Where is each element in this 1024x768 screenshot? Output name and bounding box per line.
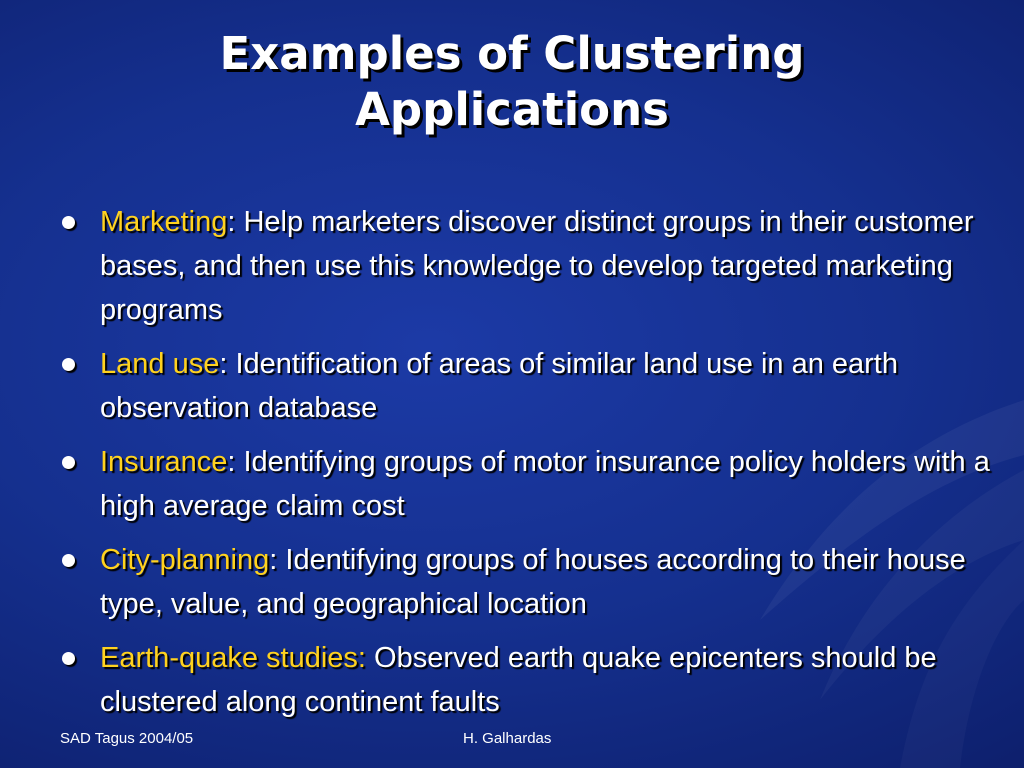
- bullet-text: Identifying groups of houses according t…: [100, 544, 966, 620]
- bullet-separator: :: [227, 206, 244, 238]
- bullet-dot-icon: [62, 216, 75, 229]
- bullet-term: City-planning: [100, 544, 270, 576]
- bullet-term: Land use: [100, 348, 220, 380]
- bullet-text: Identifying groups of motor insurance po…: [100, 446, 990, 522]
- footer-author: H. Galhardas: [463, 730, 552, 747]
- bullet-term: Insurance: [100, 446, 228, 478]
- bullet-separator: [366, 642, 374, 674]
- bullet-list: Marketing: Help marketers discover disti…: [58, 200, 993, 734]
- bullet-earth-quake-studies: Earth-quake studies: Observed earth quak…: [58, 636, 993, 724]
- bullet-land-use: Land use: Identification of areas of sim…: [58, 342, 993, 430]
- footer-course: SAD Tagus 2004/05: [60, 730, 194, 747]
- bullet-separator: :: [227, 446, 244, 478]
- slide-title-line-1: Examples of Clustering: [219, 27, 805, 80]
- bullet-text: Observed earth quake epicenters should b…: [100, 642, 937, 718]
- bullet-dot-icon: [62, 652, 75, 665]
- bullet-city-planning: City-planning: Identifying groups of hou…: [58, 538, 993, 626]
- bullet-term: Marketing: [100, 206, 228, 238]
- bullet-separator: :: [269, 544, 286, 576]
- bullet-dot-icon: [62, 456, 75, 469]
- slide-title: Examples of Clustering Applications: [0, 26, 1024, 138]
- bullet-dot-icon: [62, 554, 75, 567]
- bullet-marketing: Marketing: Help marketers discover disti…: [58, 200, 993, 332]
- bullet-insurance: Insurance: Identifying groups of motor i…: [58, 440, 993, 528]
- bullet-term: Earth-quake studies:: [100, 642, 366, 674]
- bullet-text: Identification of areas of similar land …: [100, 348, 898, 424]
- slide-title-line-2: Applications: [355, 83, 669, 136]
- bullet-separator: :: [219, 348, 236, 380]
- bullet-text: Help marketers discover distinct groups …: [100, 206, 974, 326]
- bullet-dot-icon: [62, 358, 75, 371]
